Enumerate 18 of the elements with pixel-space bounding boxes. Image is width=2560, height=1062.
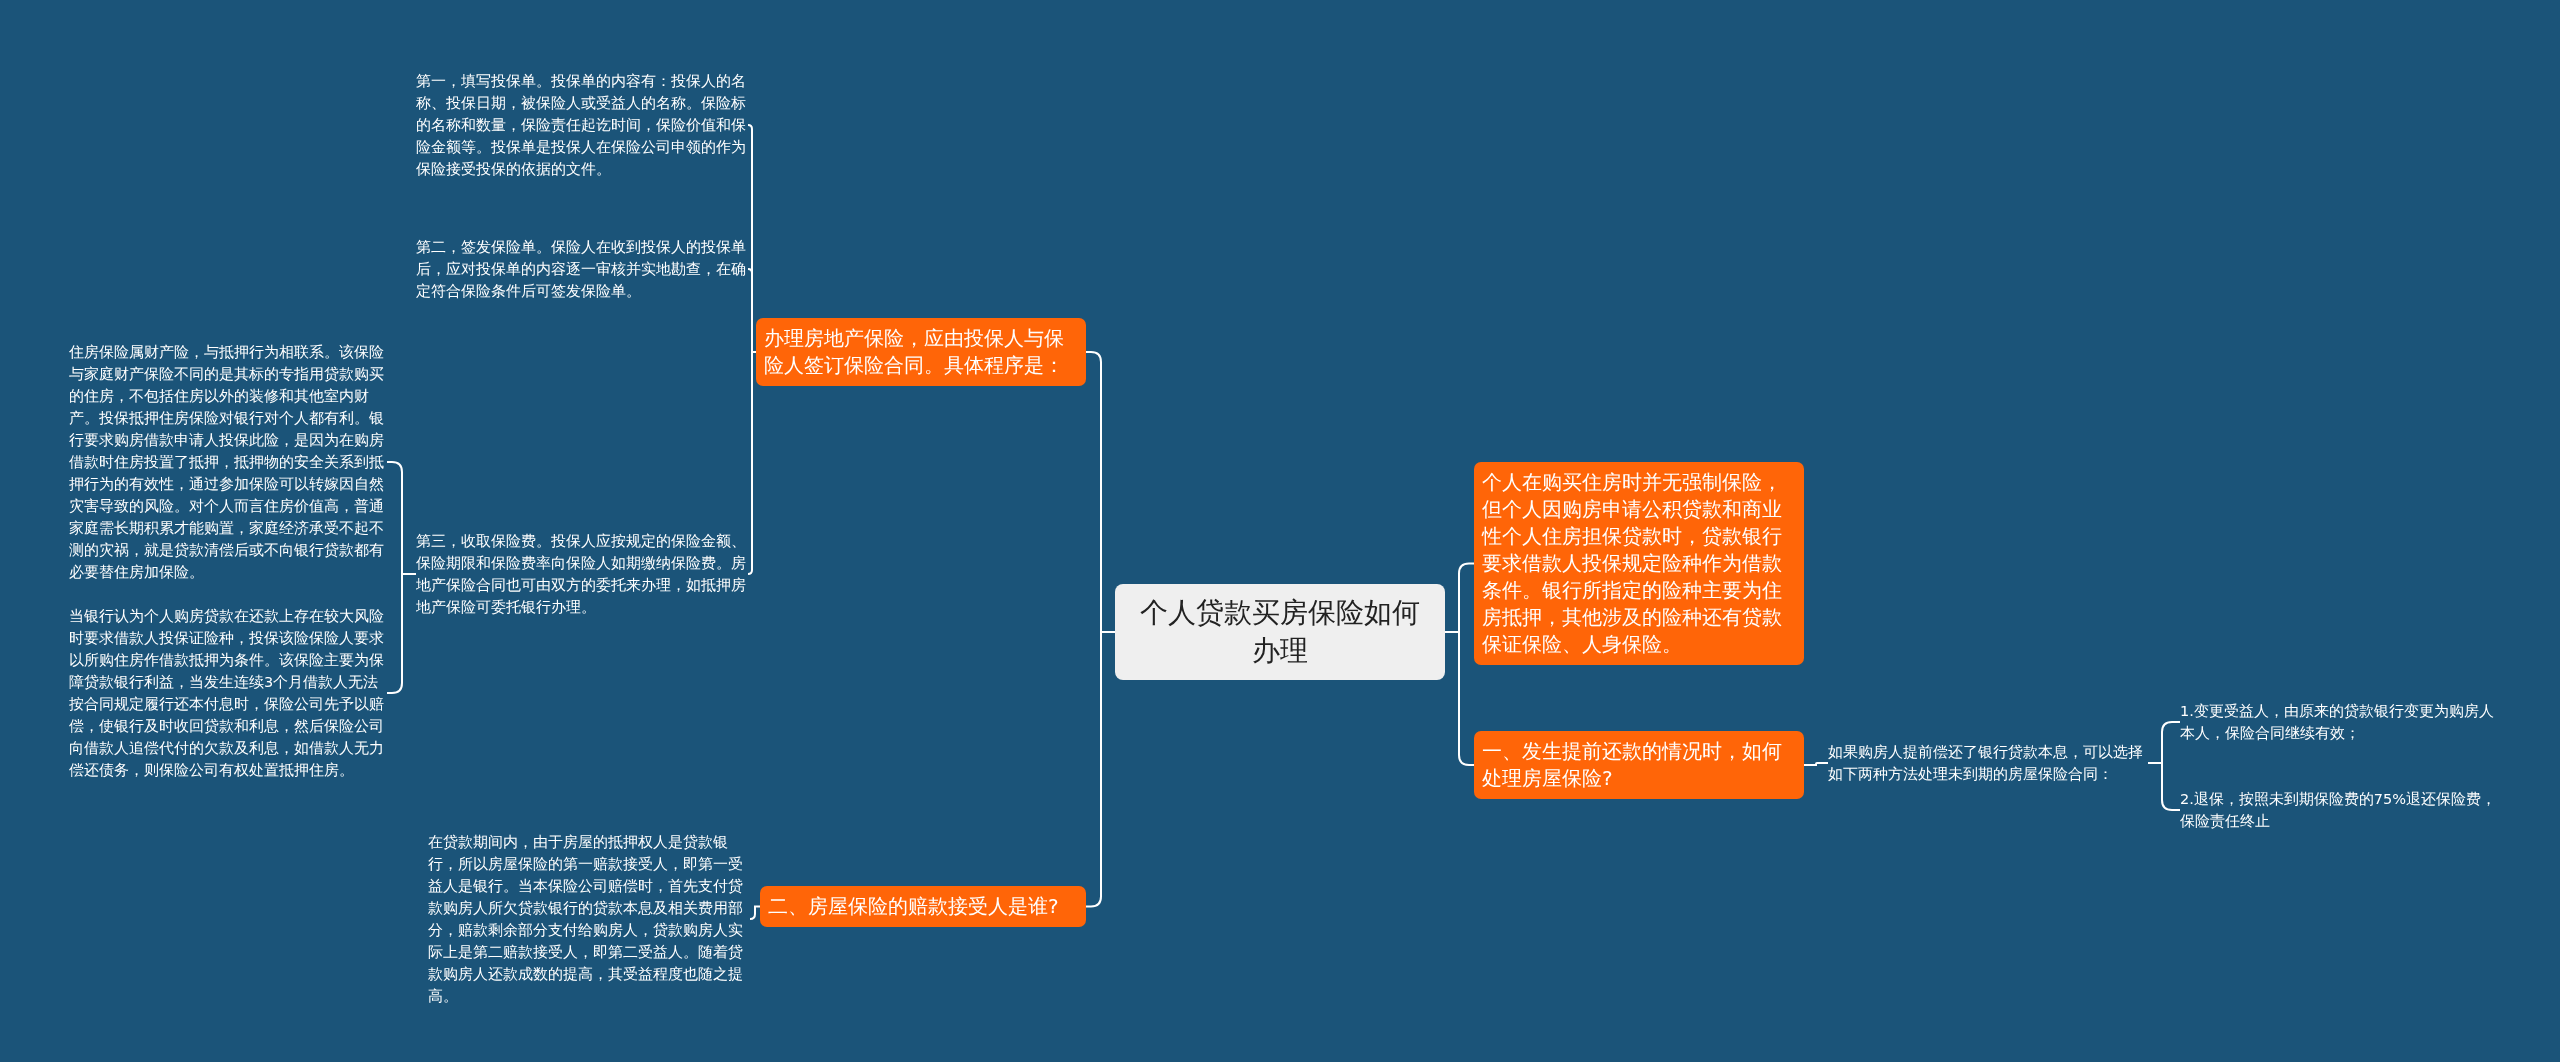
connector-line (749, 905, 761, 920)
note-text: 在贷款期间内，由于房屋的抵押权人是贷款银行，所以房屋保险的第一赔款接受人，即第一受益人是银行。当本保险公司赔偿时，首先支付贷款购房人所欠贷款银行的贷款本息及相关费用部分，赔款剩余部分支付给购房人，贷款购房人实际上是第二赔款接受人，即第二受益人。随着贷款购房人还款成数的提高，其受益程度也随之提高。 (428, 831, 750, 1007)
topic-box: 个人在购买住房时并无强制保险，但个人因购房申请公积贷款和商业性个人住房担保贷款时，贷款银行要求借款人投保规定险种作为借款条件。银行所指定的险种主要为住房抵押，其他涉及的险种还有贷款保证保险、人身保险。 (1474, 462, 1804, 665)
topic-box: 二、房屋保险的赔款接受人是谁? (760, 886, 1086, 927)
note-text: 2.退保，按照未到期保险费的75%退还保险费，保险责任终止 (2180, 788, 2500, 832)
note-text: 第三，收取保险费。投保人应按规定的保险金额、保险期限和保险费率向保险人如期缴纳保险费。房地产保险合同也可由双方的委托来办理，如抵押房地产保险可委托银行办理。 (416, 530, 748, 618)
note-text: 如果购房人提前偿还了银行贷款本息，可以选择如下两种方法处理未到期的房屋保险合同： (1828, 741, 2148, 785)
note-text: 第一，填写投保单。投保单的内容有：投保人的名称、投保日期，被保险人或受益人的名称。保险标的名称和数量，保险责任起讫时间，保险价值和保险金额等。投保单是投保人在保险公司申领的作为保险接受投保的依据的文件。 (416, 70, 748, 180)
topic-box: 一、发生提前还款的情况时，如何处理房屋保险? (1474, 731, 1804, 799)
note-text: 第二，签发保险单。保险人在收到投保人的投保单后，应对投保单的内容逐一审核并实地勘查，在确定符合保险条件后可签发保险单。 (416, 236, 748, 302)
topic-box: 办理房地产保险，应由投保人与保险人签订保险合同。具体程序是： (756, 318, 1086, 386)
note-text: 住房保险属财产险，与抵押行为相联系。该保险与家庭财产保险不同的是其标的专指用贷款购买的住房，不包括住房以外的装修和其他室内财产。投保抵押住房保险对银行对个人都有利。银行要求购房借款申请人投保此险，是因为在购房借款时住房投置了抵押，抵押物的安全关系到抵押行为的有效性，通过参加保险可以转嫁因自然灾害导致的风险。对个人而言住房价值高，普通家庭需长期积累才能购置，家庭经济承受不起不测的灾祸，就是贷款清偿后或不向银行贷款都有必要替住房加保险。 (69, 341, 387, 583)
connector-line (1085, 631, 1116, 908)
connector-line (1803, 762, 1829, 766)
note-text: 1.变更受益人，由原来的贷款银行变更为购房人本人，保险合同继续有效； (2180, 700, 2500, 744)
connector-line (2147, 762, 2181, 811)
central-topic-box: 个人贷款买房保险如何办理 (1115, 584, 1445, 680)
note-text: 当银行认为个人购房贷款在还款上存在较大风险时要求借款人投保证险种，投保该险保险人要求以所购住房作借款抵押为条件。该保险主要为保障贷款银行利益，当发生连续3个月借款人无法按合同规定履行还本付息时，保险公司先予以赔偿，使银行及时收回贷款和利息，然后保险公司向借款人追偿代付的欠款及利息，如借款人无力偿还债务，则保险公司有权处置抵押住房。 (69, 605, 387, 781)
